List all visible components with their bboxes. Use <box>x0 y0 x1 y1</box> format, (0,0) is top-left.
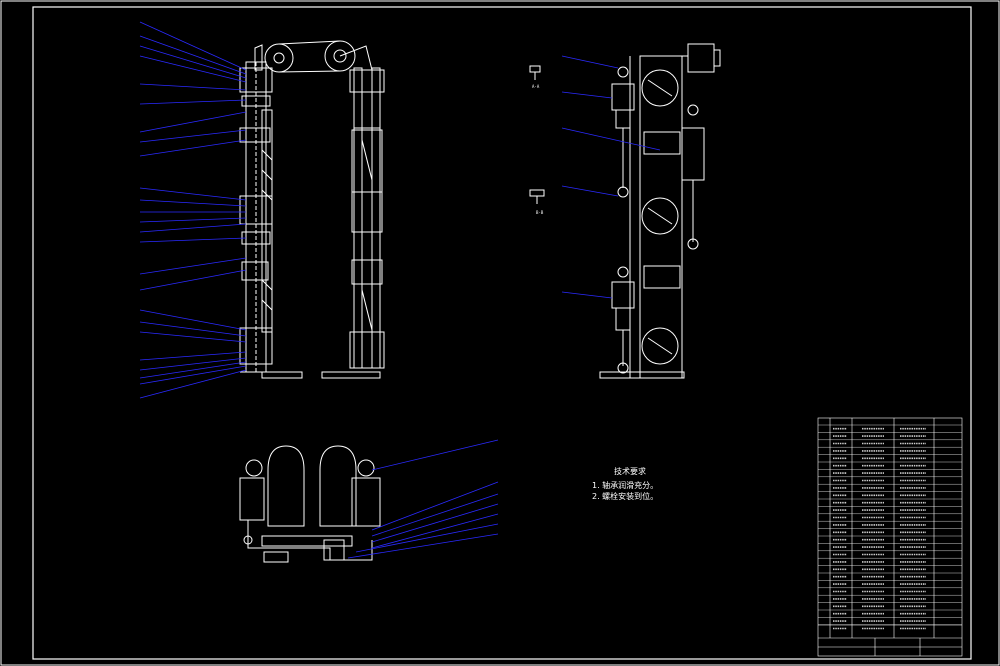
side-view-leaders <box>561 55 661 299</box>
parts-list <box>817 417 963 657</box>
front-view <box>239 40 385 379</box>
technical-requirements: 技术要求 1. 轴承润滑充分。 2. 螺栓安装到位。 <box>592 466 660 502</box>
section-label-a-a: A-A <box>532 84 540 89</box>
technical-requirement-2: 2. 螺栓安装到位。 <box>592 492 659 501</box>
technical-requirement-1: 1. 轴承润滑充分。 <box>592 481 659 490</box>
side-view <box>529 43 721 379</box>
parts-list-rows <box>818 424 962 630</box>
top-view-leaders <box>347 439 499 559</box>
top-view <box>239 445 381 563</box>
front-view-leaders <box>139 21 247 399</box>
inner-frame <box>32 6 972 660</box>
technical-requirements-title: 技术要求 <box>614 467 646 476</box>
section-label-b-b: B-B <box>536 210 544 215</box>
